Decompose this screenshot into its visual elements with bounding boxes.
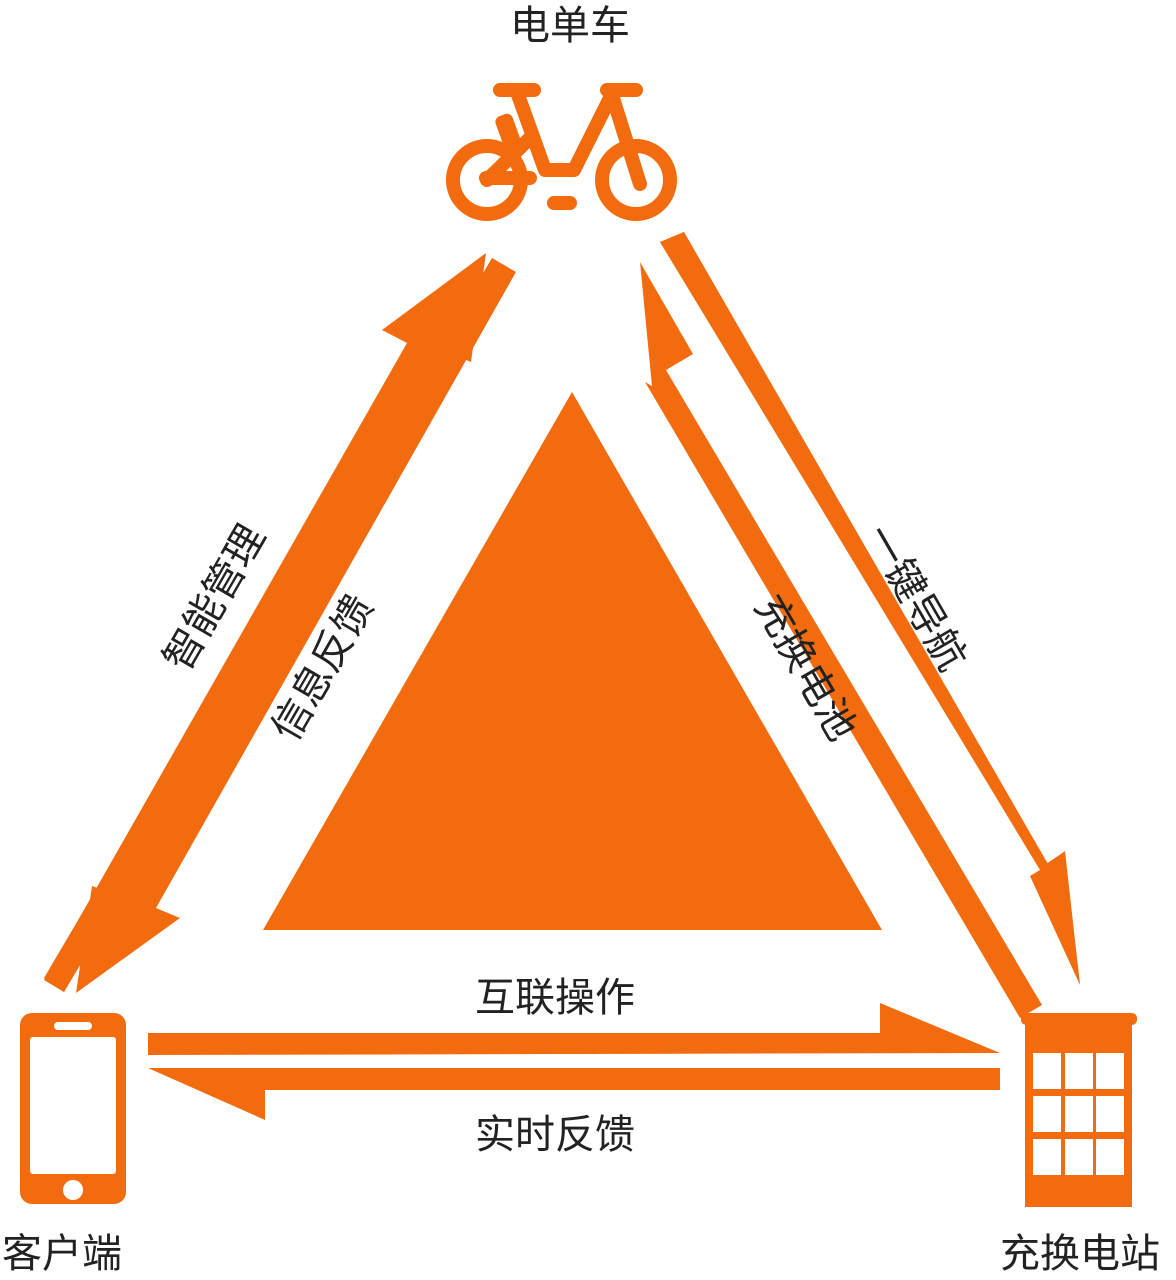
arrow-client-to-bike — [44, 253, 486, 992]
center-triangle — [263, 392, 882, 930]
arrow-bike-to-client — [76, 258, 516, 993]
edge-label-client-to-station: 互联操作 — [475, 975, 635, 1021]
arrow-client-to-station — [148, 1003, 1000, 1055]
arrow-station-to-client — [148, 1068, 1000, 1120]
smartphone-icon — [20, 1013, 126, 1204]
battery-cabinet-icon — [1021, 1013, 1137, 1207]
bicycle-battery — [495, 113, 523, 155]
bicycle-icon — [446, 83, 677, 221]
edge-label-station-to-client: 实时反馈 — [475, 1112, 635, 1158]
arrow-bike-to-station — [660, 232, 1080, 985]
node-label-client: 客户端 — [2, 1231, 122, 1277]
node-label-bike: 电单车 — [510, 3, 630, 49]
arrow-station-to-bike — [640, 262, 1042, 1018]
node-label-station: 充换电站 — [1000, 1231, 1160, 1277]
